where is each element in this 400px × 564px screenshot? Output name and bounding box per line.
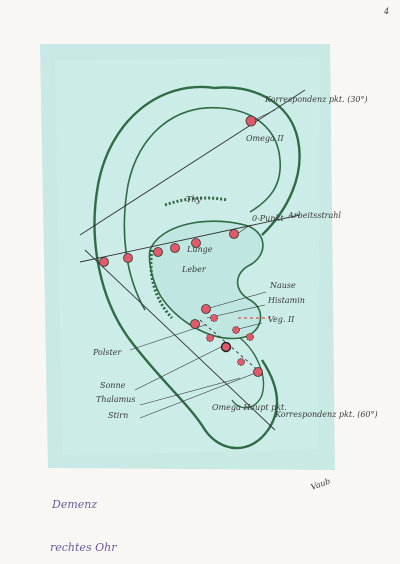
ear-inner-rim	[219, 107, 281, 213]
ear-helix-outline	[93, 85, 279, 450]
point-sonne[interactable]	[220, 341, 232, 353]
signature: Vaub	[310, 477, 332, 492]
label-omega-haupt: Omega Haupt pkt.	[212, 403, 287, 412]
point-lunge-2[interactable]	[170, 243, 180, 253]
point-small-1[interactable]	[206, 334, 214, 342]
point-lunge-1[interactable]	[153, 247, 163, 257]
label-nause: Nause	[269, 281, 296, 290]
label-korrespondenz-bottom: Korrespondenz pkt. (60°)	[274, 410, 378, 419]
label-polster: Polster	[92, 348, 122, 357]
cartilage-hatching-side	[149, 249, 174, 320]
page-number: 4	[383, 7, 389, 16]
point-stirn[interactable]	[253, 367, 263, 377]
point-leber[interactable]	[191, 238, 201, 248]
point-o-punkt[interactable]	[229, 229, 239, 239]
label-sonne: Sonne	[100, 381, 126, 390]
leader-sonne	[134, 344, 226, 391]
label-thy: Thy	[186, 195, 201, 204]
ear-lobe	[231, 337, 265, 409]
label-arbeitsstrahl: Arbeitsstrahl	[287, 211, 341, 220]
caption-title: Demenz	[51, 498, 97, 511]
point-histamin[interactable]	[210, 314, 218, 322]
leader-polster	[129, 324, 206, 351]
label-omega2: Omega II	[246, 134, 284, 143]
point-nause[interactable]	[201, 304, 211, 314]
guide-line-30deg	[79, 89, 306, 236]
label-veg2: Veg. II	[268, 315, 295, 324]
leader-nause	[205, 291, 267, 310]
point-veg2[interactable]	[232, 326, 240, 334]
label-histamin: Histamin	[267, 296, 305, 305]
guide-line-dashed	[199, 319, 261, 373]
caption-subtitle: rechtes Ohr	[50, 541, 117, 554]
ear-helix-top	[214, 86, 301, 236]
label-thalamus: Thalamus	[96, 395, 135, 404]
acupoints	[99, 115, 263, 377]
point-omega2[interactable]	[245, 115, 257, 127]
label-leber: Leber	[181, 265, 207, 274]
point-small-2[interactable]	[246, 333, 254, 341]
label-o-punkt: 0-Punkt	[252, 214, 284, 223]
cartilage-hatching-top	[164, 196, 229, 207]
guide-line-arbeitsstrahl	[79, 214, 301, 263]
point-thalamus[interactable]	[237, 358, 245, 366]
leader-stirn	[139, 371, 259, 419]
leader-thalamus	[139, 377, 241, 406]
point-left-1[interactable]	[99, 257, 109, 267]
label-korrespondenz-top: Korrespondenz pkt. (30°)	[264, 95, 368, 104]
point-left-2[interactable]	[123, 253, 133, 263]
label-stirn: Stirn	[108, 411, 128, 420]
point-polster[interactable]	[190, 319, 200, 329]
label-lunge: Lunge	[186, 245, 213, 254]
ear-antihelix-outline	[123, 106, 221, 311]
guide-line-60deg	[84, 249, 276, 431]
